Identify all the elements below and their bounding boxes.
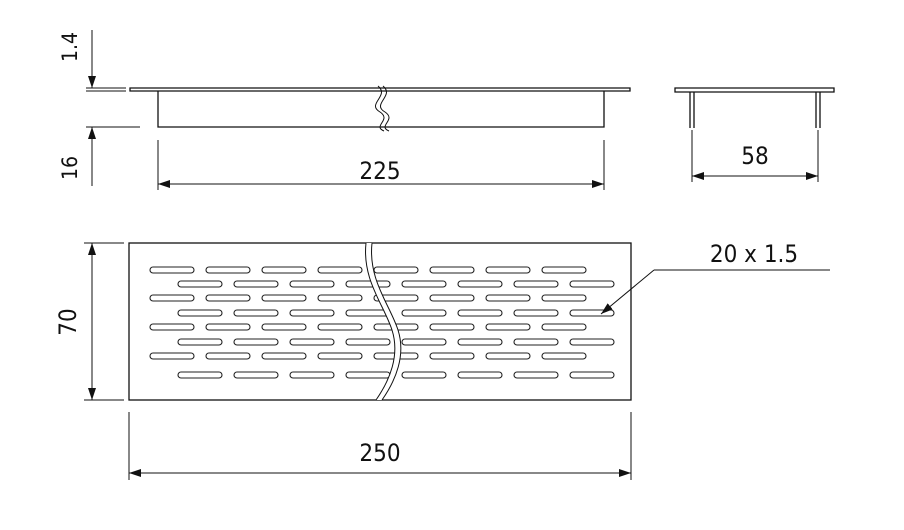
vent-slot xyxy=(457,309,503,317)
vent-slot xyxy=(261,294,307,302)
plate-break-line-2 xyxy=(371,242,402,401)
body-height-label: 16 xyxy=(58,156,82,180)
vent-slot xyxy=(429,323,475,331)
vent-slot xyxy=(401,371,447,379)
vent-slot xyxy=(513,338,559,346)
vent-slot xyxy=(289,371,335,379)
vent-slot xyxy=(149,352,195,360)
slot-grid xyxy=(149,266,615,379)
dimension-overall-length: 250 xyxy=(128,412,632,480)
side-view xyxy=(129,85,631,132)
leader-arrow xyxy=(600,269,655,315)
vent-slot xyxy=(569,338,615,346)
vent-slot xyxy=(541,294,587,302)
vent-slot xyxy=(457,371,503,379)
side-view-flange xyxy=(129,87,631,92)
vent-slot xyxy=(233,280,279,288)
vent-slot xyxy=(485,294,531,302)
vent-slot xyxy=(317,266,363,274)
vent-slot xyxy=(261,266,307,274)
vent-slot xyxy=(513,309,559,317)
vent-slot xyxy=(457,338,503,346)
vent-slot xyxy=(513,371,559,379)
vent-slot xyxy=(485,352,531,360)
vent-slot xyxy=(261,323,307,331)
vent-slot xyxy=(149,323,195,331)
vent-slot xyxy=(569,371,615,379)
vent-slot xyxy=(177,280,223,288)
vent-slot xyxy=(177,371,223,379)
vent-slot xyxy=(149,294,195,302)
vent-slot xyxy=(429,352,475,360)
side-view-break-line xyxy=(374,85,385,132)
vent-slot xyxy=(485,266,531,274)
vent-slot xyxy=(345,371,391,379)
profile-flange xyxy=(674,87,835,93)
top-thickness-label: 1.4 xyxy=(58,32,82,62)
vent-slot xyxy=(373,294,419,302)
vent-slot xyxy=(289,338,335,346)
vent-slot xyxy=(233,338,279,346)
vent-slot xyxy=(401,338,447,346)
side-view-break-line-2 xyxy=(379,85,390,132)
vent-slot xyxy=(429,294,475,302)
vent-slot xyxy=(429,266,475,274)
vent-slot xyxy=(233,371,279,379)
vent-slot xyxy=(317,352,363,360)
vent-slot xyxy=(541,266,587,274)
dimension-overall-height: 70 xyxy=(54,242,124,401)
slot-size-label: 20 x 1.5 xyxy=(710,240,798,268)
plate-break-line xyxy=(365,242,396,401)
inner-length-label: 225 xyxy=(359,157,400,185)
vent-slot xyxy=(177,309,223,317)
vent-slot xyxy=(541,352,587,360)
vent-slot xyxy=(457,280,503,288)
vent-slot xyxy=(261,352,307,360)
vent-slot xyxy=(345,338,391,346)
vent-slot xyxy=(149,266,195,274)
vent-slot xyxy=(289,280,335,288)
slot-callout: 20 x 1.5 xyxy=(600,240,830,315)
vent-slot xyxy=(569,280,615,288)
vent-slot xyxy=(485,323,531,331)
vent-slot xyxy=(345,280,391,288)
vent-slot xyxy=(401,309,447,317)
vent-slot xyxy=(205,294,251,302)
overall-length-label: 250 xyxy=(359,439,400,467)
side-view-body xyxy=(157,91,605,128)
vent-slot xyxy=(205,352,251,360)
vent-slot xyxy=(541,323,587,331)
vent-slot xyxy=(401,280,447,288)
profile-width-label: 58 xyxy=(741,142,768,170)
profile-view: 58 xyxy=(674,87,835,182)
plate-break-gap xyxy=(365,243,401,400)
vent-slot xyxy=(513,280,559,288)
vent-slot xyxy=(205,323,251,331)
vent-slot xyxy=(205,266,251,274)
vent-slot xyxy=(569,309,615,317)
dimension-inner-length: 225 xyxy=(157,140,605,190)
overall-height-label: 70 xyxy=(54,308,82,335)
vent-slot xyxy=(317,323,363,331)
vent-slot xyxy=(289,309,335,317)
vent-slot xyxy=(233,309,279,317)
vent-slot xyxy=(177,338,223,346)
vent-slot xyxy=(317,294,363,302)
top-view xyxy=(128,242,632,401)
vent-slot xyxy=(373,266,419,274)
dimension-vertical-left: 1.4 16 xyxy=(58,30,140,186)
